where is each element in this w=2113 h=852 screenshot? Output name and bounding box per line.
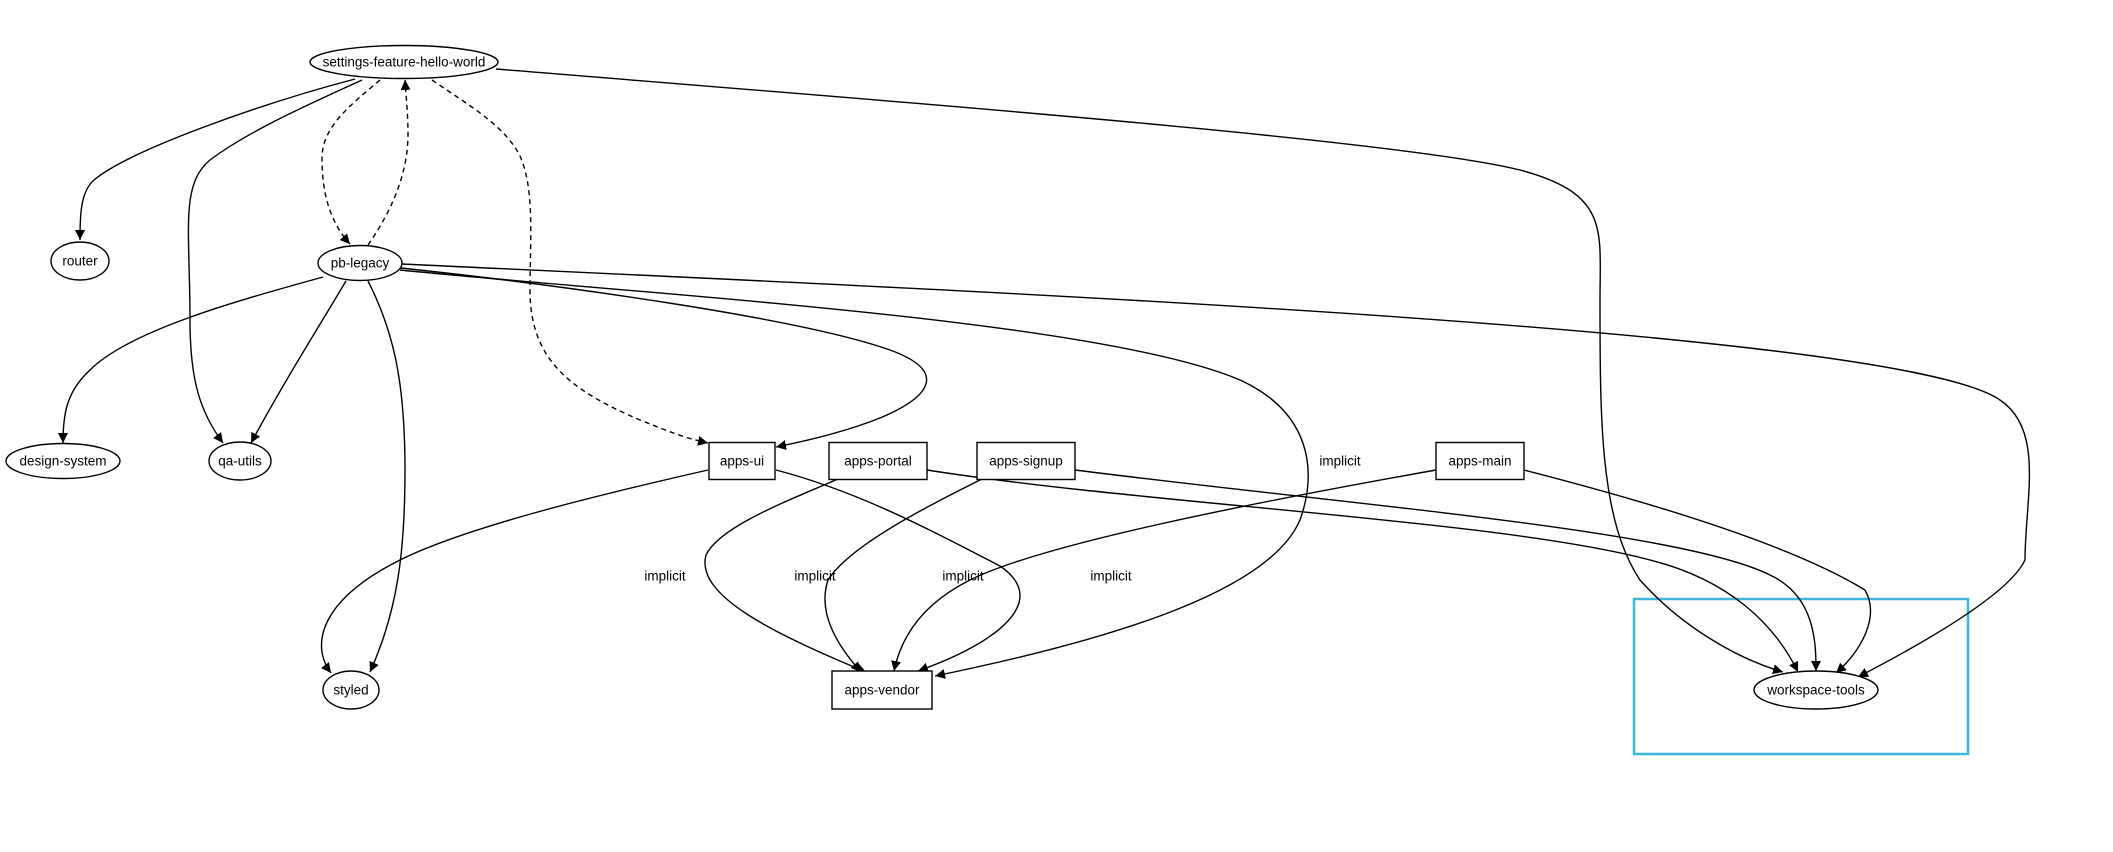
edge-pb-legacy-to-workspace-tools	[401, 263, 2031, 678]
edge-labels-layer: implicit implicit implicit implicit implicit	[644, 454, 1361, 584]
node-label: apps-main	[1448, 454, 1511, 469]
node-pb-legacy[interactable]: pb-legacy	[317, 244, 403, 282]
node-ellipse	[1753, 670, 1879, 710]
node-label: pb-legacy	[331, 256, 390, 271]
node-label: router	[62, 254, 98, 269]
node-apps-signup[interactable]: apps-signup	[976, 441, 1076, 481]
edge-pb-legacy-to-apps-ui	[400, 267, 928, 450]
node-workspace-tools[interactable]: workspace-tools	[1753, 670, 1879, 710]
node-label: styled	[333, 683, 368, 698]
node-box	[976, 441, 1076, 481]
edge-settings-feature-hello-world-to-qa-utils	[187, 79, 363, 444]
node-apps-vendor[interactable]: apps-vendor	[831, 670, 933, 710]
edge-pb-legacy-to-apps-vendor	[399, 269, 1309, 679]
node-label: workspace-tools	[1766, 683, 1865, 698]
edge-label-apps-portal-to-apps-vendor: implicit	[794, 569, 836, 584]
node-ellipse	[322, 670, 380, 710]
edge-settings-feature-hello-world-to-router	[75, 78, 356, 241]
node-ellipse	[317, 244, 403, 282]
node-ellipse	[208, 441, 272, 481]
edge-settings-feature-hello-world-to-workspace-tools	[495, 68, 1784, 674]
edge-apps-ui-to-styled	[320, 469, 709, 674]
edge-pb-legacy-to-design-system	[58, 276, 324, 444]
edge-label-apps-main-to-apps-vendor: implicit	[1090, 569, 1132, 584]
edge-pb-legacy-to-qa-utils	[250, 280, 347, 444]
node-label: apps-vendor	[844, 683, 920, 698]
edge-apps-main-to-workspace-tools	[1523, 469, 1872, 674]
node-box	[1435, 441, 1525, 481]
node-label: apps-ui	[720, 454, 764, 469]
node-box	[831, 670, 933, 710]
node-ellipse	[309, 44, 499, 80]
edge-settings-feature-hello-world-to-pb-legacy	[321, 79, 381, 245]
selection-highlight-box	[1632, 597, 1970, 756]
edge-apps-portal-to-workspace-tools	[926, 469, 1799, 673]
edge-pb-legacy-to-styled	[367, 280, 406, 673]
edge-label-apps-signup-to-apps-vendor: implicit	[942, 569, 984, 584]
edge-settings-feature-hello-world-to-apps-ui	[431, 79, 709, 446]
node-label: design-system	[19, 454, 106, 469]
node-apps-portal[interactable]: apps-portal	[828, 441, 928, 481]
node-apps-main[interactable]: apps-main	[1435, 441, 1525, 481]
edge-apps-signup-to-workspace-tools	[1074, 469, 1821, 672]
edge-apps-main-to-apps-vendor	[891, 469, 1437, 672]
edge-apps-signup-to-apps-vendor	[824, 478, 983, 673]
edge-apps-portal-to-apps-vendor	[704, 478, 867, 673]
node-box	[828, 441, 928, 481]
node-settings-feature-hello-world[interactable]: settings-feature-hello-world	[309, 44, 499, 80]
node-ellipse	[5, 442, 121, 480]
edge-apps-ui-to-apps-vendor	[775, 469, 1021, 673]
node-apps-ui[interactable]: apps-ui	[708, 441, 776, 481]
node-router[interactable]: router	[50, 241, 110, 281]
nodes-layer: settings-feature-hello-world router pb-leg…	[5, 44, 1879, 710]
node-label: settings-feature-hello-world	[323, 55, 486, 70]
edges-layer	[58, 68, 2031, 679]
node-label: apps-signup	[989, 454, 1063, 469]
edge-label-pb-legacy-to-apps-vendor: implicit	[1319, 454, 1361, 469]
edge-pb-legacy-to-settings-feature-hello-world	[367, 79, 411, 246]
node-ellipse	[50, 241, 110, 281]
node-qa-utils[interactable]: qa-utils	[208, 441, 272, 481]
node-label: qa-utils	[218, 454, 262, 469]
node-design-system[interactable]: design-system	[5, 442, 121, 480]
edge-label-apps-ui-to-apps-vendor: implicit	[644, 569, 686, 584]
node-styled[interactable]: styled	[322, 670, 380, 710]
node-box	[708, 441, 776, 481]
node-label: apps-portal	[844, 454, 912, 469]
